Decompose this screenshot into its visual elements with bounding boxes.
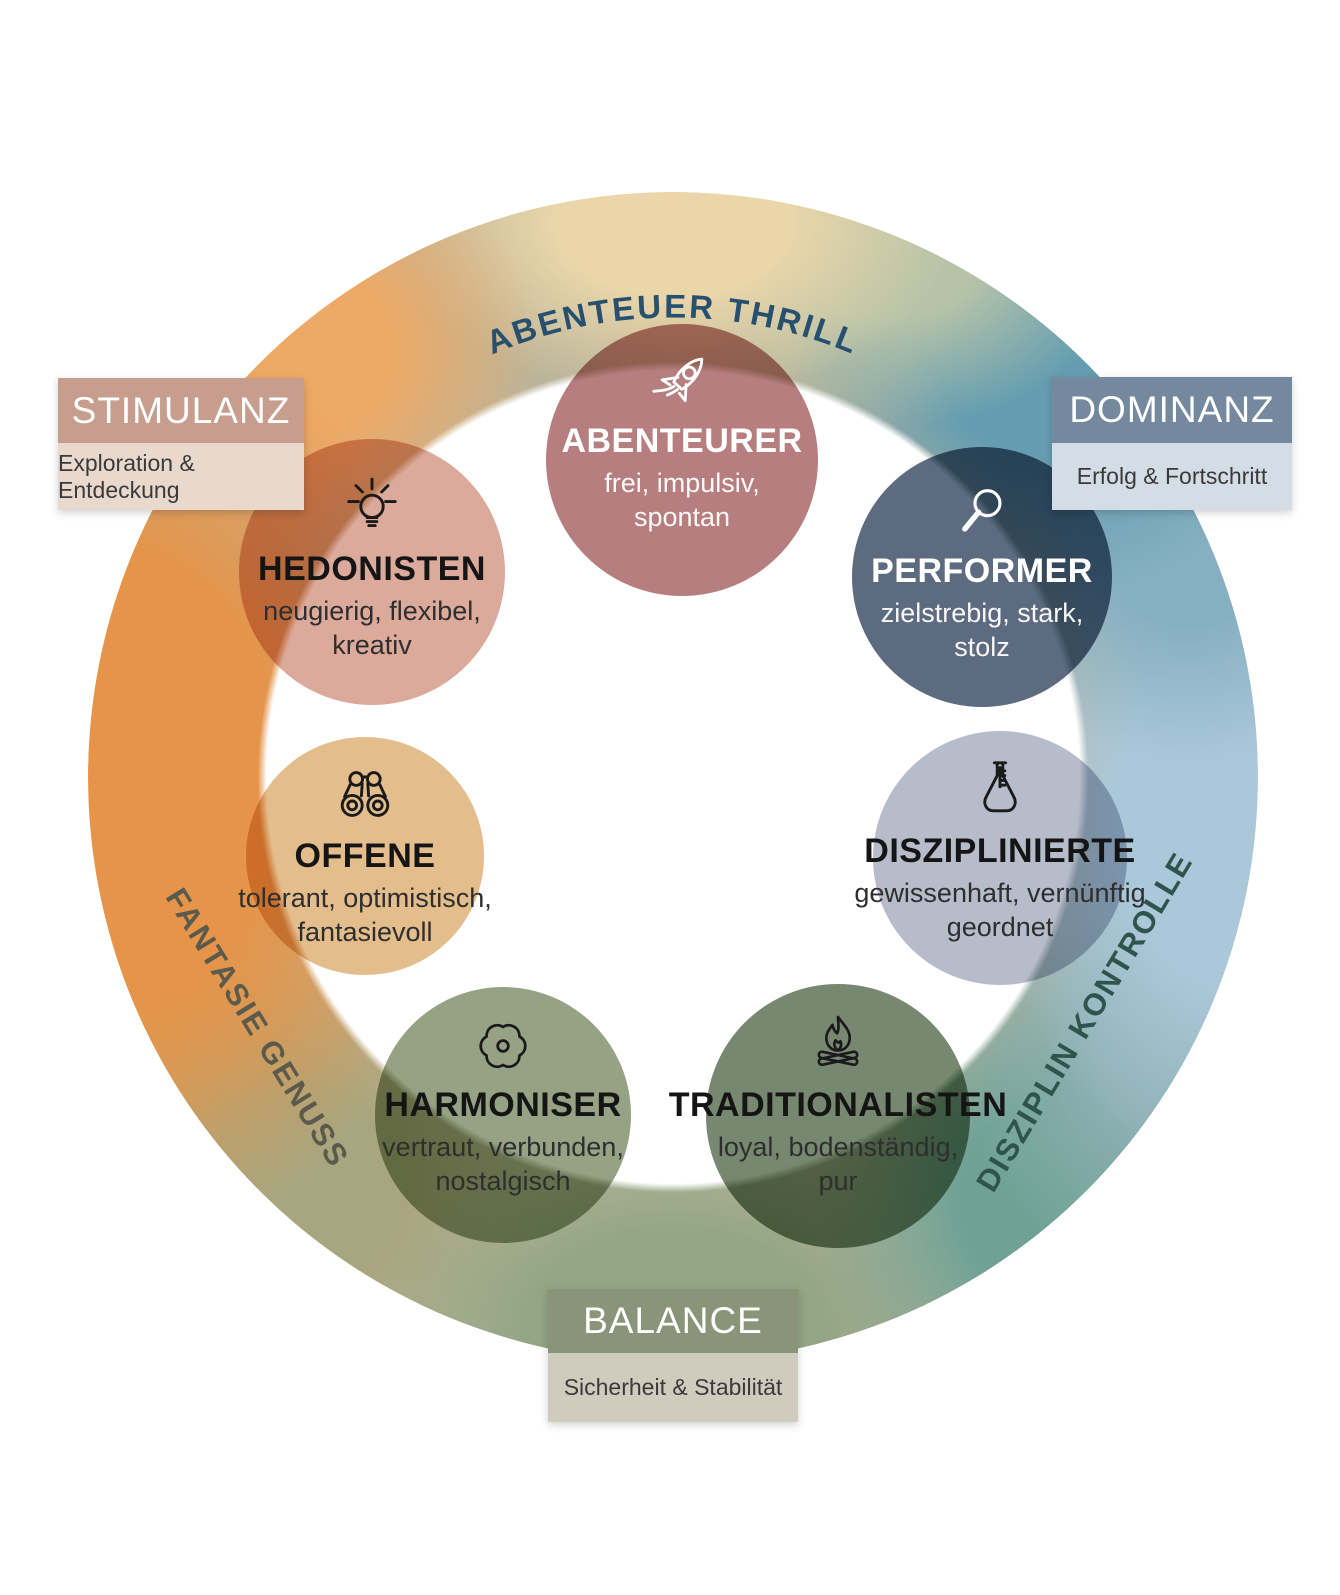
- persona-traits-line: frei, impulsiv,: [604, 467, 760, 498]
- campfire-icon: [817, 1015, 859, 1067]
- persona-hedonisten: HEDONISTEN neugierig, flexibel, kreativ: [207, 468, 537, 663]
- persona-traits: frei, impulsiv, spontan: [604, 466, 760, 535]
- quadrant-box-stimulanz: STIMULANZ Exploration & Entdeckung: [58, 378, 304, 510]
- persona-name: DISZIPLINIERTE: [864, 832, 1136, 870]
- persona-traits-line: spontan: [633, 502, 731, 533]
- quadrant-description: Exploration & Entdeckung: [58, 443, 304, 510]
- persona-name: ABENTEURER: [561, 422, 803, 460]
- persona-name: HEDONISTEN: [258, 550, 486, 588]
- binoculars-icon: [340, 771, 390, 817]
- persona-traits: neugierig, flexibel, kreativ: [263, 594, 481, 663]
- quadrant-title: BALANCE: [548, 1289, 798, 1353]
- persona-traits-line: zielstrebig, stark,: [880, 597, 1084, 628]
- persona-traits: gewissenhaft, vernünftig geordnet: [854, 876, 1145, 945]
- persona-name: OFFENE: [294, 837, 436, 875]
- persona-traits-line: stolz: [954, 632, 1010, 663]
- persona-name: TRADITIONALISTEN: [668, 1086, 1008, 1124]
- persona-traits: vertraut, verbunden, nostalgisch: [382, 1130, 624, 1199]
- persona-offene: OFFENE tolerant, optimistisch, fantasiev…: [185, 755, 545, 950]
- magnifier-icon: [962, 489, 1002, 532]
- persona-traits: loyal, bodenständig, pur: [718, 1130, 958, 1199]
- persona-traits-line: geordnet: [946, 912, 1054, 943]
- persona-traits-line: gewissenhaft, vernünftig: [854, 877, 1146, 908]
- persona-harmoniser: HARMONISER vertraut, verbunden, nostalgi…: [323, 1008, 683, 1199]
- flower-icon: [479, 1023, 527, 1069]
- persona-traits: tolerant, optimistisch, fantasievoll: [238, 881, 492, 950]
- quadrant-description: Erfolg & Fortschritt: [1052, 443, 1292, 510]
- persona-name: PERFORMER: [871, 552, 1093, 590]
- quadrant-box-dominanz: DOMINANZ Erfolg & Fortschritt: [1052, 377, 1292, 510]
- persona-disziplinierte: DISZIPLINIERTE gewissenhaft, vernünftig …: [810, 750, 1190, 945]
- persona-traditionalisten: TRADITIONALISTEN loyal, bodenständig, pu…: [638, 1006, 1038, 1199]
- persona-traits-line: neugierig, flexibel,: [263, 595, 481, 626]
- persona-traits-line: vertraut, verbunden,: [382, 1131, 624, 1162]
- quadrant-title: DOMINANZ: [1052, 377, 1292, 443]
- persona-traits-line: loyal, bodenständig,: [717, 1131, 959, 1162]
- persona-traits-line: tolerant, optimistisch,: [238, 882, 492, 913]
- lightbulb-icon: [347, 477, 397, 528]
- persona-performer: PERFORMER zielstrebig, stark, stolz: [817, 472, 1147, 665]
- persona-abenteurer: ABENTEURER frei, impulsiv, spontan: [522, 342, 842, 535]
- persona-traits-line: fantasievoll: [297, 917, 433, 948]
- persona-traits-line: pur: [818, 1166, 858, 1197]
- persona-traits-line: kreativ: [332, 630, 412, 661]
- quadrant-box-balance: BALANCE Sicherheit & Stabilität: [548, 1289, 798, 1422]
- quadrant-title: STIMULANZ: [58, 378, 304, 443]
- persona-name: HARMONISER: [384, 1086, 622, 1124]
- persona-traits: zielstrebig, stark, stolz: [881, 596, 1084, 665]
- flask-icon: [983, 761, 1017, 813]
- persona-traits-line: nostalgisch: [435, 1166, 571, 1197]
- rocket-icon: [652, 357, 704, 403]
- quadrant-description: Sicherheit & Stabilität: [548, 1353, 798, 1422]
- persona-harmoniser-circle: [375, 987, 631, 1243]
